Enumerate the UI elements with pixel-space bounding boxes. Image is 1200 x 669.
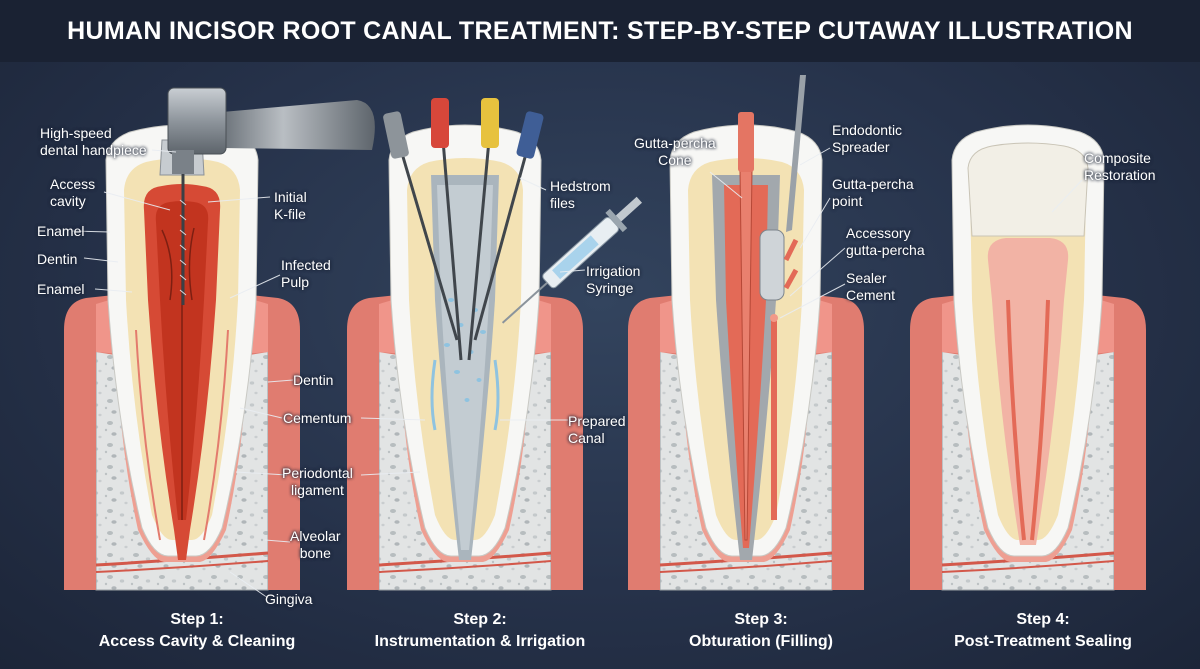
step2-tooth bbox=[345, 98, 643, 592]
label-cementum: Cementum bbox=[283, 410, 352, 426]
step-1-name: Access Cavity & Cleaning bbox=[98, 633, 296, 650]
title-bar: HUMAN INCISOR ROOT CANAL TREATMENT: STEP… bbox=[0, 0, 1200, 62]
step-2-number: Step 2: bbox=[453, 611, 507, 628]
label-gingiva: Gingiva bbox=[265, 591, 313, 607]
step-3-name: Obturation (Filling) bbox=[689, 633, 833, 650]
step-1-caption: Step 1: Access Cavity & Cleaning bbox=[57, 609, 337, 653]
page-title: HUMAN INCISOR ROOT CANAL TREATMENT: STEP… bbox=[67, 16, 1133, 45]
step-3-caption: Step 3: Obturation (Filling) bbox=[621, 609, 901, 653]
step3-tooth bbox=[626, 75, 866, 592]
step-2-name: Instrumentation & Irrigation bbox=[374, 633, 586, 650]
step-3-number: Step 3: bbox=[734, 611, 788, 628]
label-enamel-top: Enamel bbox=[37, 223, 85, 239]
label-dentin-left: Dentin bbox=[37, 251, 78, 267]
cutaway-illustration bbox=[62, 75, 1148, 599]
step-4-caption: Step 4: Post-Treatment Sealing bbox=[903, 609, 1183, 653]
label-enamel-bottom: Enamel bbox=[37, 281, 85, 297]
step-1-number: Step 1: bbox=[170, 611, 224, 628]
step-2-caption: Step 2: Instrumentation & Irrigation bbox=[340, 609, 620, 653]
label-dentin-right: Dentin bbox=[293, 372, 334, 388]
step1-tooth bbox=[62, 87, 375, 592]
step-4-name: Post-Treatment Sealing bbox=[954, 633, 1132, 650]
step4-tooth bbox=[908, 124, 1148, 592]
step-4-number: Step 4: bbox=[1016, 611, 1070, 628]
